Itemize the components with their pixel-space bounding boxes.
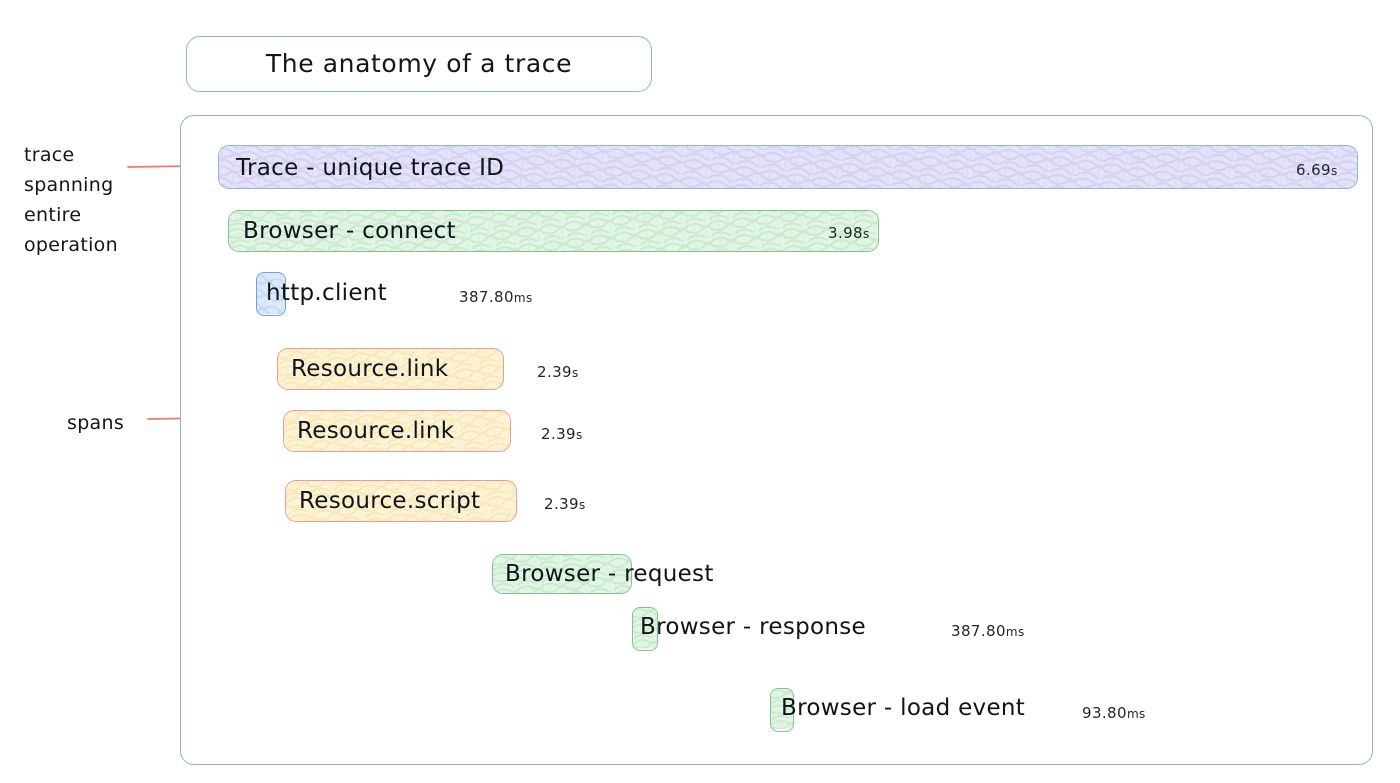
duration-unit: ms bbox=[1126, 707, 1146, 721]
duration-value: 387.80 bbox=[951, 622, 1006, 640]
duration-unit: s bbox=[572, 366, 579, 380]
span-label-browser-connect: Browser - connect bbox=[243, 218, 456, 244]
span-duration-http-client: 387.80ms bbox=[459, 288, 533, 306]
duration-value: 2.39 bbox=[541, 425, 576, 443]
span-label-resource-link-1: Resource.link bbox=[291, 356, 449, 382]
duration-unit: ms bbox=[513, 291, 533, 305]
span-duration-resource-script: 2.39s bbox=[544, 495, 586, 513]
diagram-title-card: The anatomy of a trace bbox=[186, 36, 652, 92]
span-label-browser-load-event: Browser - load event bbox=[781, 695, 1026, 721]
duration-unit: ms bbox=[1005, 625, 1025, 639]
span-duration-trace: 6.69s bbox=[1296, 161, 1338, 179]
span-label-browser-response: Browser - response bbox=[640, 614, 866, 640]
duration-unit: s bbox=[1331, 164, 1338, 178]
span-duration-browser-connect: 3.98s bbox=[828, 224, 870, 242]
duration-value: 387.80 bbox=[459, 288, 514, 306]
span-label-http-client: http.client bbox=[266, 280, 387, 306]
duration-value: 2.39 bbox=[544, 495, 579, 513]
span-label-resource-link-2: Resource.link bbox=[297, 418, 455, 444]
duration-value: 3.98 bbox=[828, 224, 863, 242]
span-label-trace: Trace - unique trace ID bbox=[236, 155, 505, 181]
span-label-browser-request: Browser - request bbox=[505, 561, 714, 587]
span-duration-browser-load-event: 93.80ms bbox=[1082, 704, 1146, 722]
annotation-spans: spans bbox=[67, 412, 125, 434]
duration-unit: s bbox=[863, 227, 870, 241]
duration-value: 93.80 bbox=[1082, 704, 1127, 722]
duration-value: 2.39 bbox=[537, 363, 572, 381]
duration-value: 6.69 bbox=[1296, 161, 1331, 179]
page-title: The anatomy of a trace bbox=[265, 48, 573, 78]
span-duration-resource-link-2: 2.39s bbox=[541, 425, 583, 443]
span-duration-resource-link-1: 2.39s bbox=[537, 363, 579, 381]
duration-unit: s bbox=[576, 428, 583, 442]
span-label-resource-script: Resource.script bbox=[299, 488, 481, 514]
duration-unit: s bbox=[579, 498, 586, 512]
span-duration-browser-response: 387.80ms bbox=[951, 622, 1025, 640]
annotation-trace-spanning: trace spanning entire operation bbox=[24, 144, 118, 256]
